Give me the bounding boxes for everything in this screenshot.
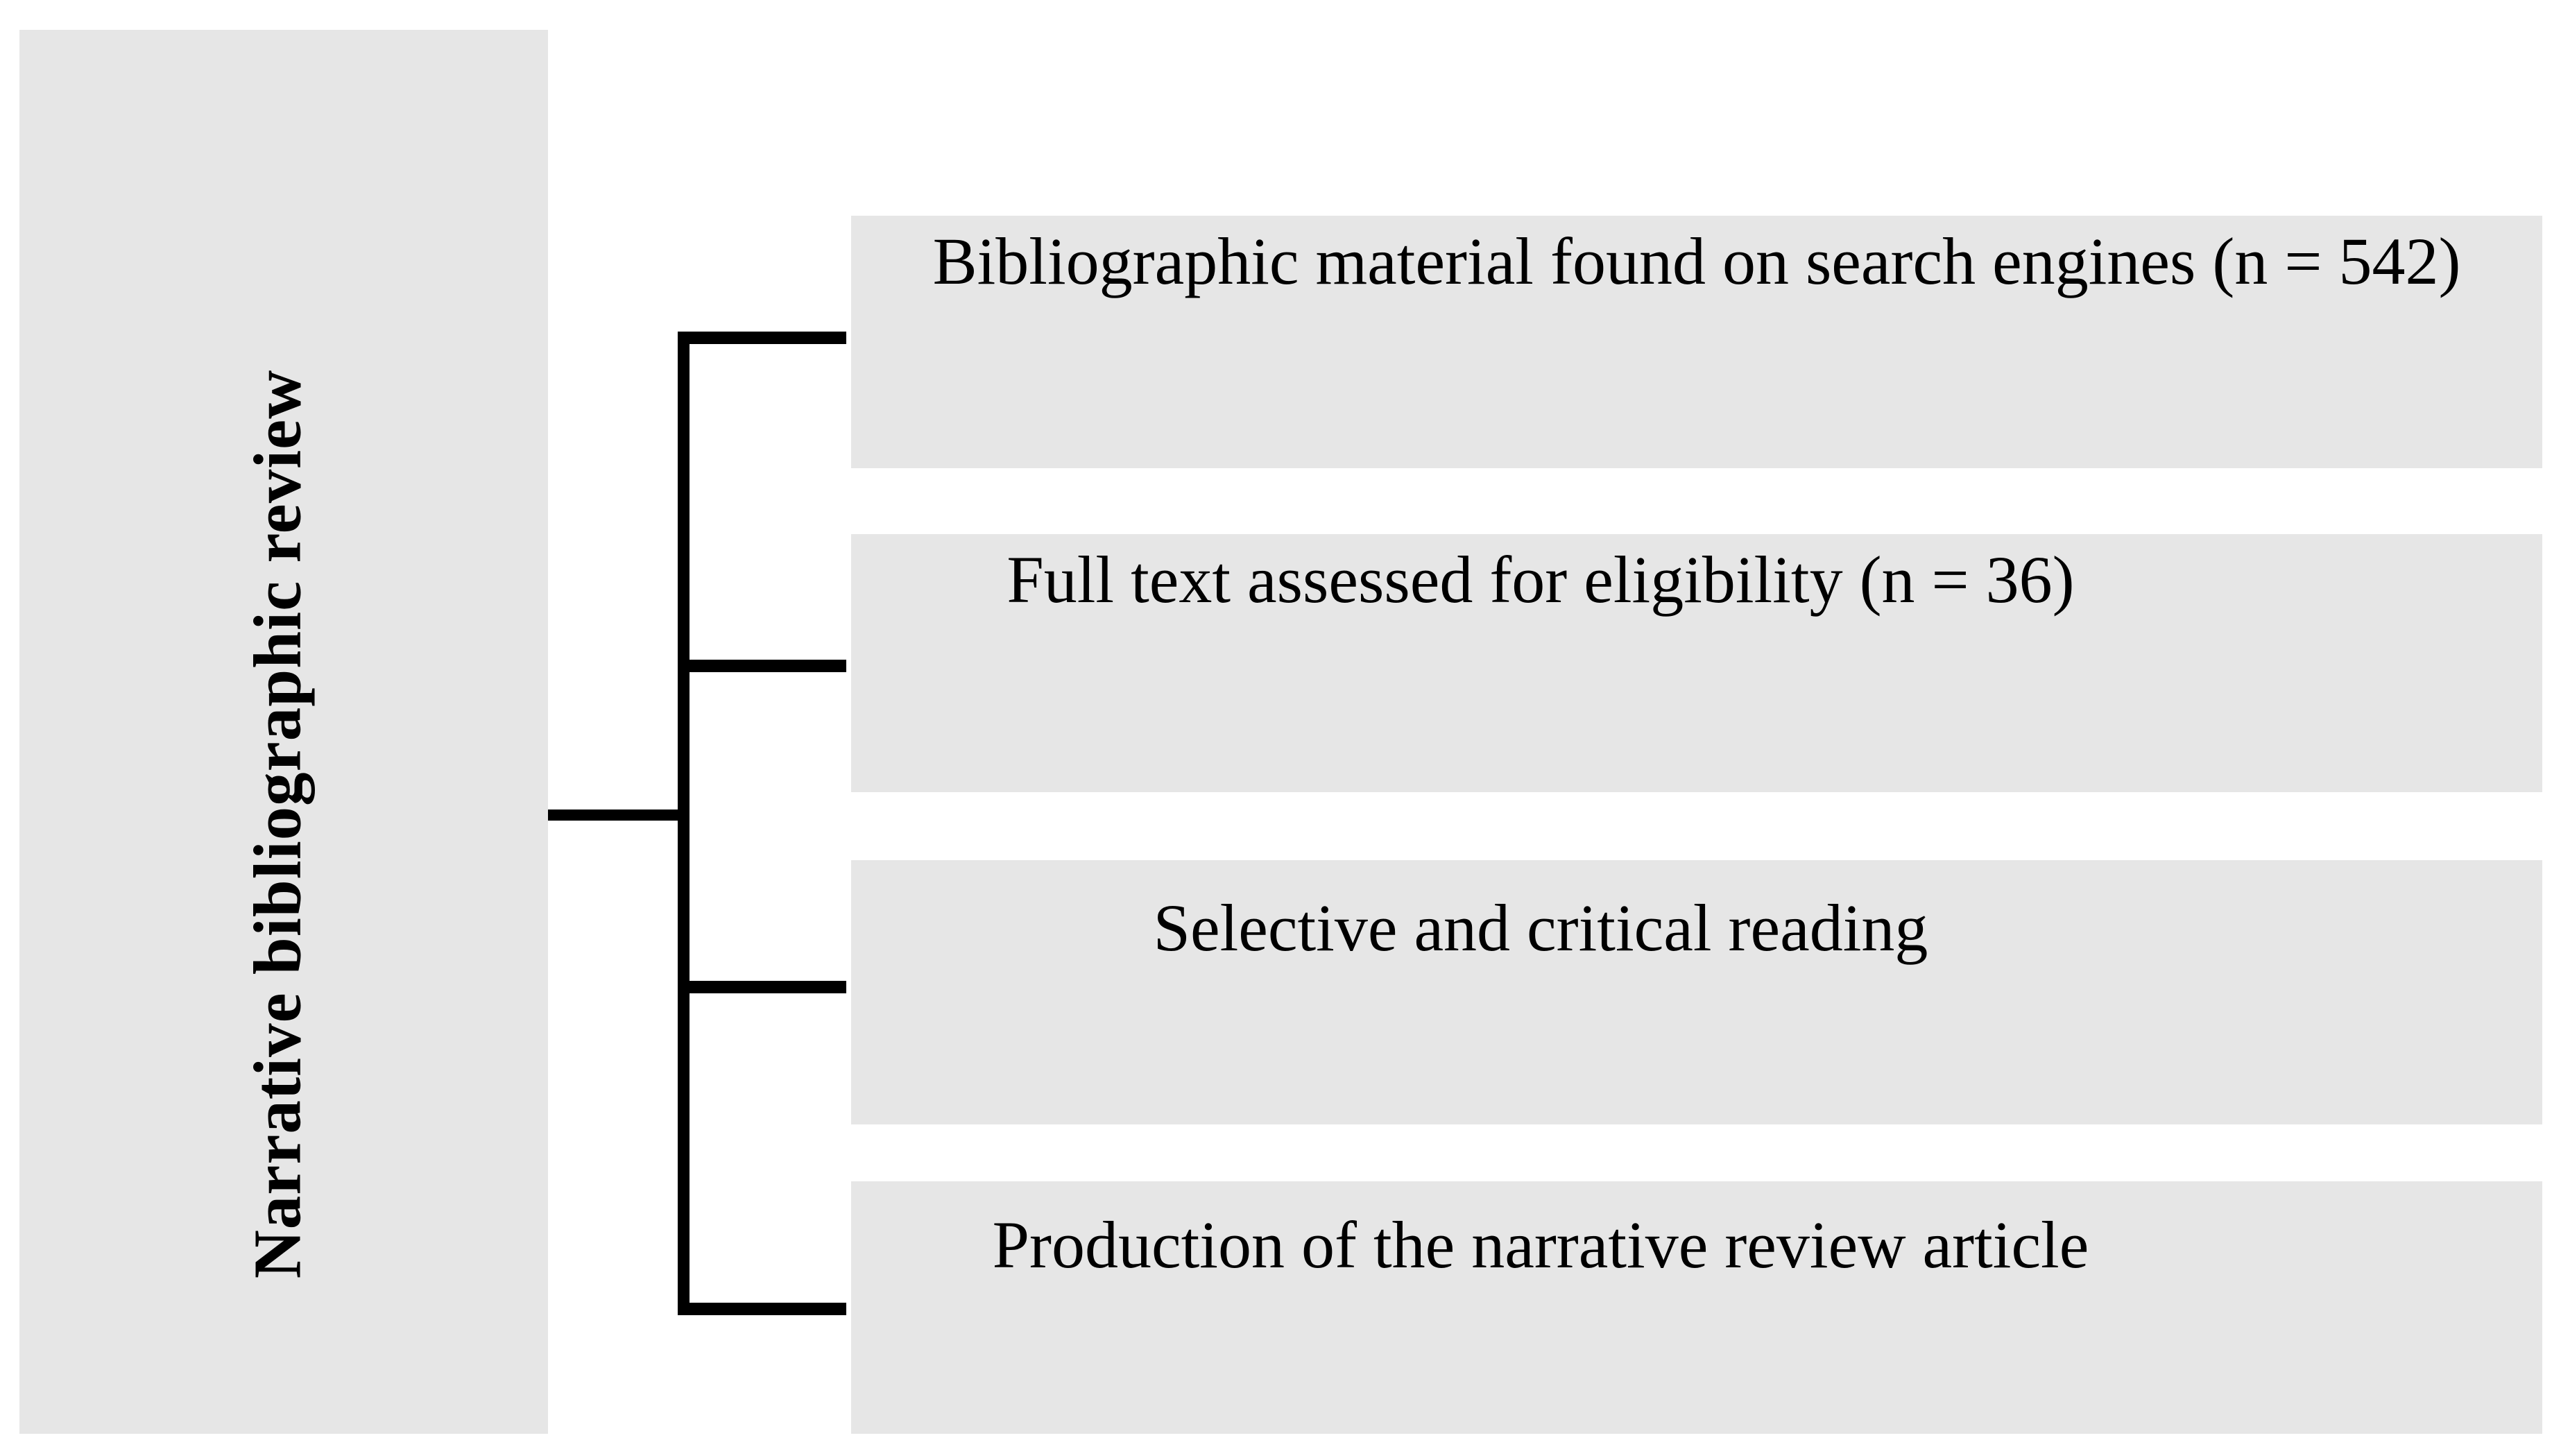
branch-connector-line-2	[678, 660, 846, 672]
step-box-article-production: Production of the narrative review artic…	[851, 1181, 2542, 1434]
step-label: Production of the narrative review artic…	[992, 1208, 2089, 1282]
side-panel: Narrative bibliographic review	[19, 30, 548, 1434]
trunk-connector-line	[678, 332, 690, 1315]
panel-connector-line	[548, 810, 678, 821]
branch-connector-line-4	[678, 1303, 846, 1315]
step-box-search-results: Bibliographic material found on search e…	[851, 216, 2542, 468]
step-box-selective-reading: Selective and critical reading	[851, 860, 2542, 1124]
branch-connector-line-1	[678, 332, 846, 344]
step-box-full-text-assessed: Full text assessed for eligibility (n = …	[851, 534, 2542, 792]
side-panel-label: Narrative bibliographic review	[240, 369, 315, 1279]
step-label: Bibliographic material found on search e…	[932, 224, 2461, 298]
step-label: Full text assessed for eligibility (n = …	[1007, 542, 2075, 617]
branch-connector-line-3	[678, 981, 846, 993]
step-label: Selective and critical reading	[1153, 891, 1928, 965]
